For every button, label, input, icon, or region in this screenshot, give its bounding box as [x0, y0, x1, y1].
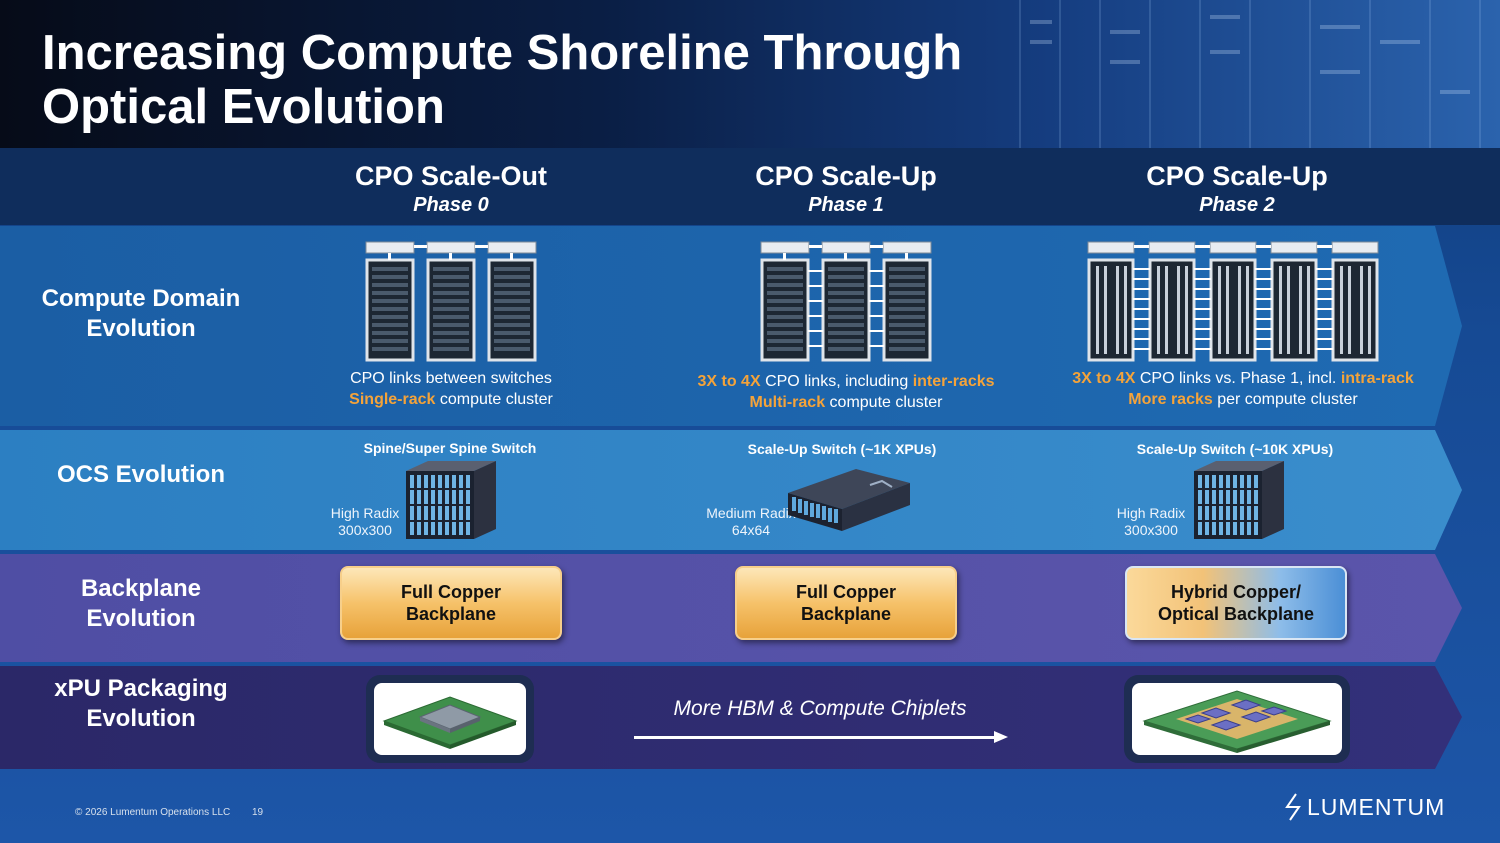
column-header-phase-0: CPO Scale-Out Phase 0 — [301, 160, 601, 218]
datacenter-background-image — [1019, 0, 1481, 148]
column-header-phase-2: CPO Scale-Up Phase 2 — [1087, 160, 1387, 218]
title-bar: Increasing Compute Shoreline Through Opt… — [0, 0, 1500, 148]
radix-phase-1: Medium Radix 64x64 — [700, 505, 802, 539]
switch-label-phase-2: Scale-Up Switch (~10K XPUs) — [1136, 441, 1334, 457]
multi-chiplet-package-icon — [1142, 690, 1332, 753]
column-header-phase-1: CPO Scale-Up Phase 1 — [696, 160, 996, 218]
caption-highlight: 3X to 4X — [1072, 370, 1136, 387]
backplane-box-phase-2: Hybrid Copper/Optical Backplane — [1125, 566, 1347, 640]
row-label-compute: Compute Domain Evolution — [41, 285, 241, 342]
caption-line: Multi-rack compute cluster — [660, 392, 1032, 413]
row-label-xpu: xPU Packaging Evolution — [54, 675, 228, 732]
radix-label: High Radix — [1116, 505, 1186, 521]
compute-caption-phase-0: CPO links between switches Single-rack c… — [300, 368, 602, 410]
caption-text: per compute cluster — [1212, 391, 1358, 408]
logo-wordmark: LUMENTUM — [1307, 793, 1446, 820]
ocs-switch-high-radix-icon — [406, 461, 496, 539]
arrow-right-icon — [994, 731, 1008, 743]
switch-label-phase-0: Spine/Super Spine Switch — [363, 440, 537, 456]
switch-label-phase-1: Scale-Up Switch (~1K XPUs) — [747, 441, 937, 457]
xpu-package-card-phase-0 — [366, 675, 534, 763]
caption-highlight: More racks — [1128, 391, 1213, 408]
lumentum-logo: LUMENTUM — [1284, 790, 1445, 824]
page-number: 19 — [252, 807, 264, 818]
caption-line: 3X to 4X CPO links vs. Phase 1, incl. in… — [1040, 368, 1446, 389]
column-heading: CPO Scale-Up — [755, 161, 937, 191]
caption-line: More racks per compute cluster — [1040, 389, 1446, 410]
copyright-footer: © 2026 Lumentum Operations LLC — [75, 807, 231, 818]
backplane-label-line: Hybrid Copper/ — [1170, 582, 1301, 602]
backplane-label-line: Optical Backplane — [1157, 604, 1315, 624]
column-phase: Phase 0 — [413, 194, 489, 216]
caption-text: CPO links vs. Phase 1, incl. — [1135, 370, 1341, 387]
caption-highlight: inter-racks — [912, 373, 995, 390]
caption-highlight: Single-rack — [349, 391, 436, 408]
column-header-row: CPO Scale-Out Phase 0 CPO Scale-Up Phase… — [0, 148, 1500, 225]
backplane-label-line: Backplane — [800, 604, 892, 624]
row-label-ocs: OCS Evolution — [57, 461, 225, 488]
backplane-label-line: Backplane — [405, 604, 497, 624]
rack-cluster-phase-2-icon — [1087, 241, 1379, 362]
caption-line: 3X to 4X CPO links, including inter-rack… — [660, 371, 1032, 392]
caption-line: CPO links between switches — [300, 368, 602, 389]
progression-arrow-line — [634, 736, 996, 739]
chip-package-icon — [382, 696, 518, 749]
column-heading: CPO Scale-Up — [1146, 161, 1328, 191]
column-phase: Phase 2 — [1199, 194, 1275, 216]
backplane-label-line: Full Copper — [796, 582, 896, 602]
ocs-switch-medium-radix-icon — [788, 469, 910, 531]
caption-text: CPO links between switches — [350, 370, 552, 387]
caption-highlight: Multi-rack — [749, 394, 826, 411]
radix-phase-0: High Radix 300x300 — [320, 505, 410, 539]
radix-size: 300x300 — [1124, 522, 1178, 538]
compute-caption-phase-2: 3X to 4X CPO links vs. Phase 1, incl. in… — [1040, 368, 1446, 410]
backplane-label-line: Full Copper — [401, 582, 501, 602]
caption-line: Single-rack compute cluster — [300, 389, 602, 410]
ocs-switch-high-radix-icon — [1194, 461, 1284, 539]
rack-cluster-phase-0-icon — [365, 241, 537, 362]
radix-label: High Radix — [330, 505, 400, 521]
xpu-arrow-label: More HBM & Compute Chiplets — [673, 697, 967, 720]
caption-highlight: 3X to 4X — [697, 373, 761, 390]
radix-phase-2: High Radix 300x300 — [1106, 505, 1196, 539]
xpu-package-card-phase-2 — [1124, 675, 1350, 763]
caption-text: compute cluster — [435, 391, 553, 408]
page-title: Increasing Compute Shoreline Through Opt… — [42, 26, 963, 134]
compute-caption-phase-1: 3X to 4X CPO links, including inter-rack… — [660, 371, 1032, 413]
rack-cluster-phase-1-icon — [760, 241, 932, 362]
caption-highlight: intra-rack — [1340, 370, 1414, 387]
column-heading: CPO Scale-Out — [354, 161, 548, 191]
radix-size: 300x300 — [338, 522, 392, 538]
lumentum-logo-mark-icon — [1285, 793, 1301, 821]
row-label-backplane: Backplane Evolution — [80, 575, 202, 632]
radix-size: 64x64 — [731, 522, 771, 538]
column-phase: Phase 1 — [808, 194, 884, 216]
caption-text: compute cluster — [825, 394, 943, 411]
caption-text: CPO links, including — [760, 373, 913, 390]
radix-label: Medium Radix — [706, 505, 796, 521]
